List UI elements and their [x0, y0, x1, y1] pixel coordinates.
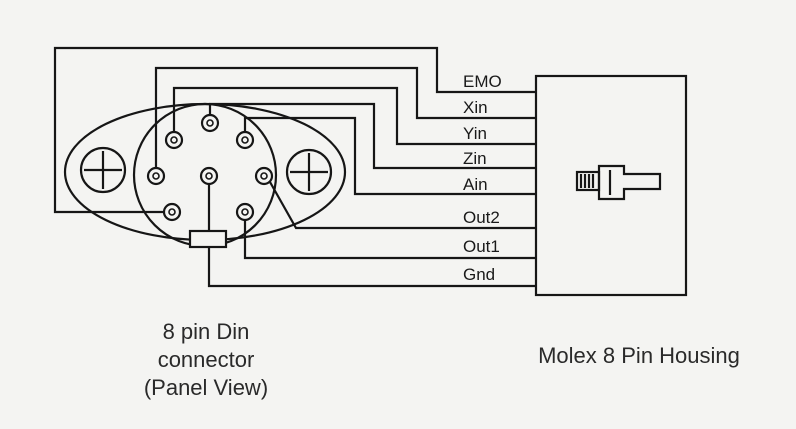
signal-label-yin: Yin: [463, 124, 487, 143]
signal-label-zin: Zin: [463, 149, 487, 168]
molex-connector-icon: [575, 164, 662, 201]
din-pin-upper-left: [164, 130, 184, 150]
din-connector-caption: 8 pin Din connector (Panel View): [106, 318, 306, 402]
wire-yin: [172, 86, 536, 146]
signal-label-xin: Xin: [463, 98, 488, 117]
signal-label-out2: Out2: [463, 208, 500, 227]
din-pin-lower-left: [162, 202, 182, 222]
signal-label-gnd: Gnd: [463, 265, 495, 284]
signal-label-out1: Out1: [463, 237, 500, 256]
wire-emo: [53, 46, 536, 214]
right-mounting-screw-icon: [285, 148, 333, 196]
din-pin-lower-right: [235, 202, 255, 222]
din-connector: [63, 102, 347, 249]
din-caption-line-3: (Panel View): [143, 375, 269, 400]
wire-out2: [269, 181, 536, 230]
signal-label-emo: EMO: [463, 72, 502, 91]
signal-label-ain: Ain: [463, 175, 488, 194]
din-pin-center: [199, 166, 219, 186]
wire-gnd: [207, 184, 536, 288]
din-pin-left: [146, 166, 166, 186]
molex-housing: [534, 74, 688, 297]
left-mounting-screw-icon: [79, 146, 127, 194]
din-key-notch: [188, 229, 228, 249]
wires: [53, 46, 536, 288]
wire-ain: [243, 116, 536, 196]
signal-labels: EMO Xin Yin Zin Ain Out2 Out1 Gnd: [463, 72, 502, 284]
din-caption-line-1: 8 pin Din: [162, 319, 250, 344]
wire-zin: [208, 102, 536, 170]
din-caption-line-2: connector: [157, 347, 255, 372]
din-pin-top: [200, 113, 220, 133]
wire-xin: [154, 66, 536, 168]
din-pin-upper-right: [235, 130, 255, 150]
wire-out1: [243, 220, 536, 260]
din-pin-right: [254, 166, 274, 186]
molex-housing-box: [534, 74, 688, 297]
molex-housing-caption: Molex 8 Pin Housing: [538, 343, 740, 368]
